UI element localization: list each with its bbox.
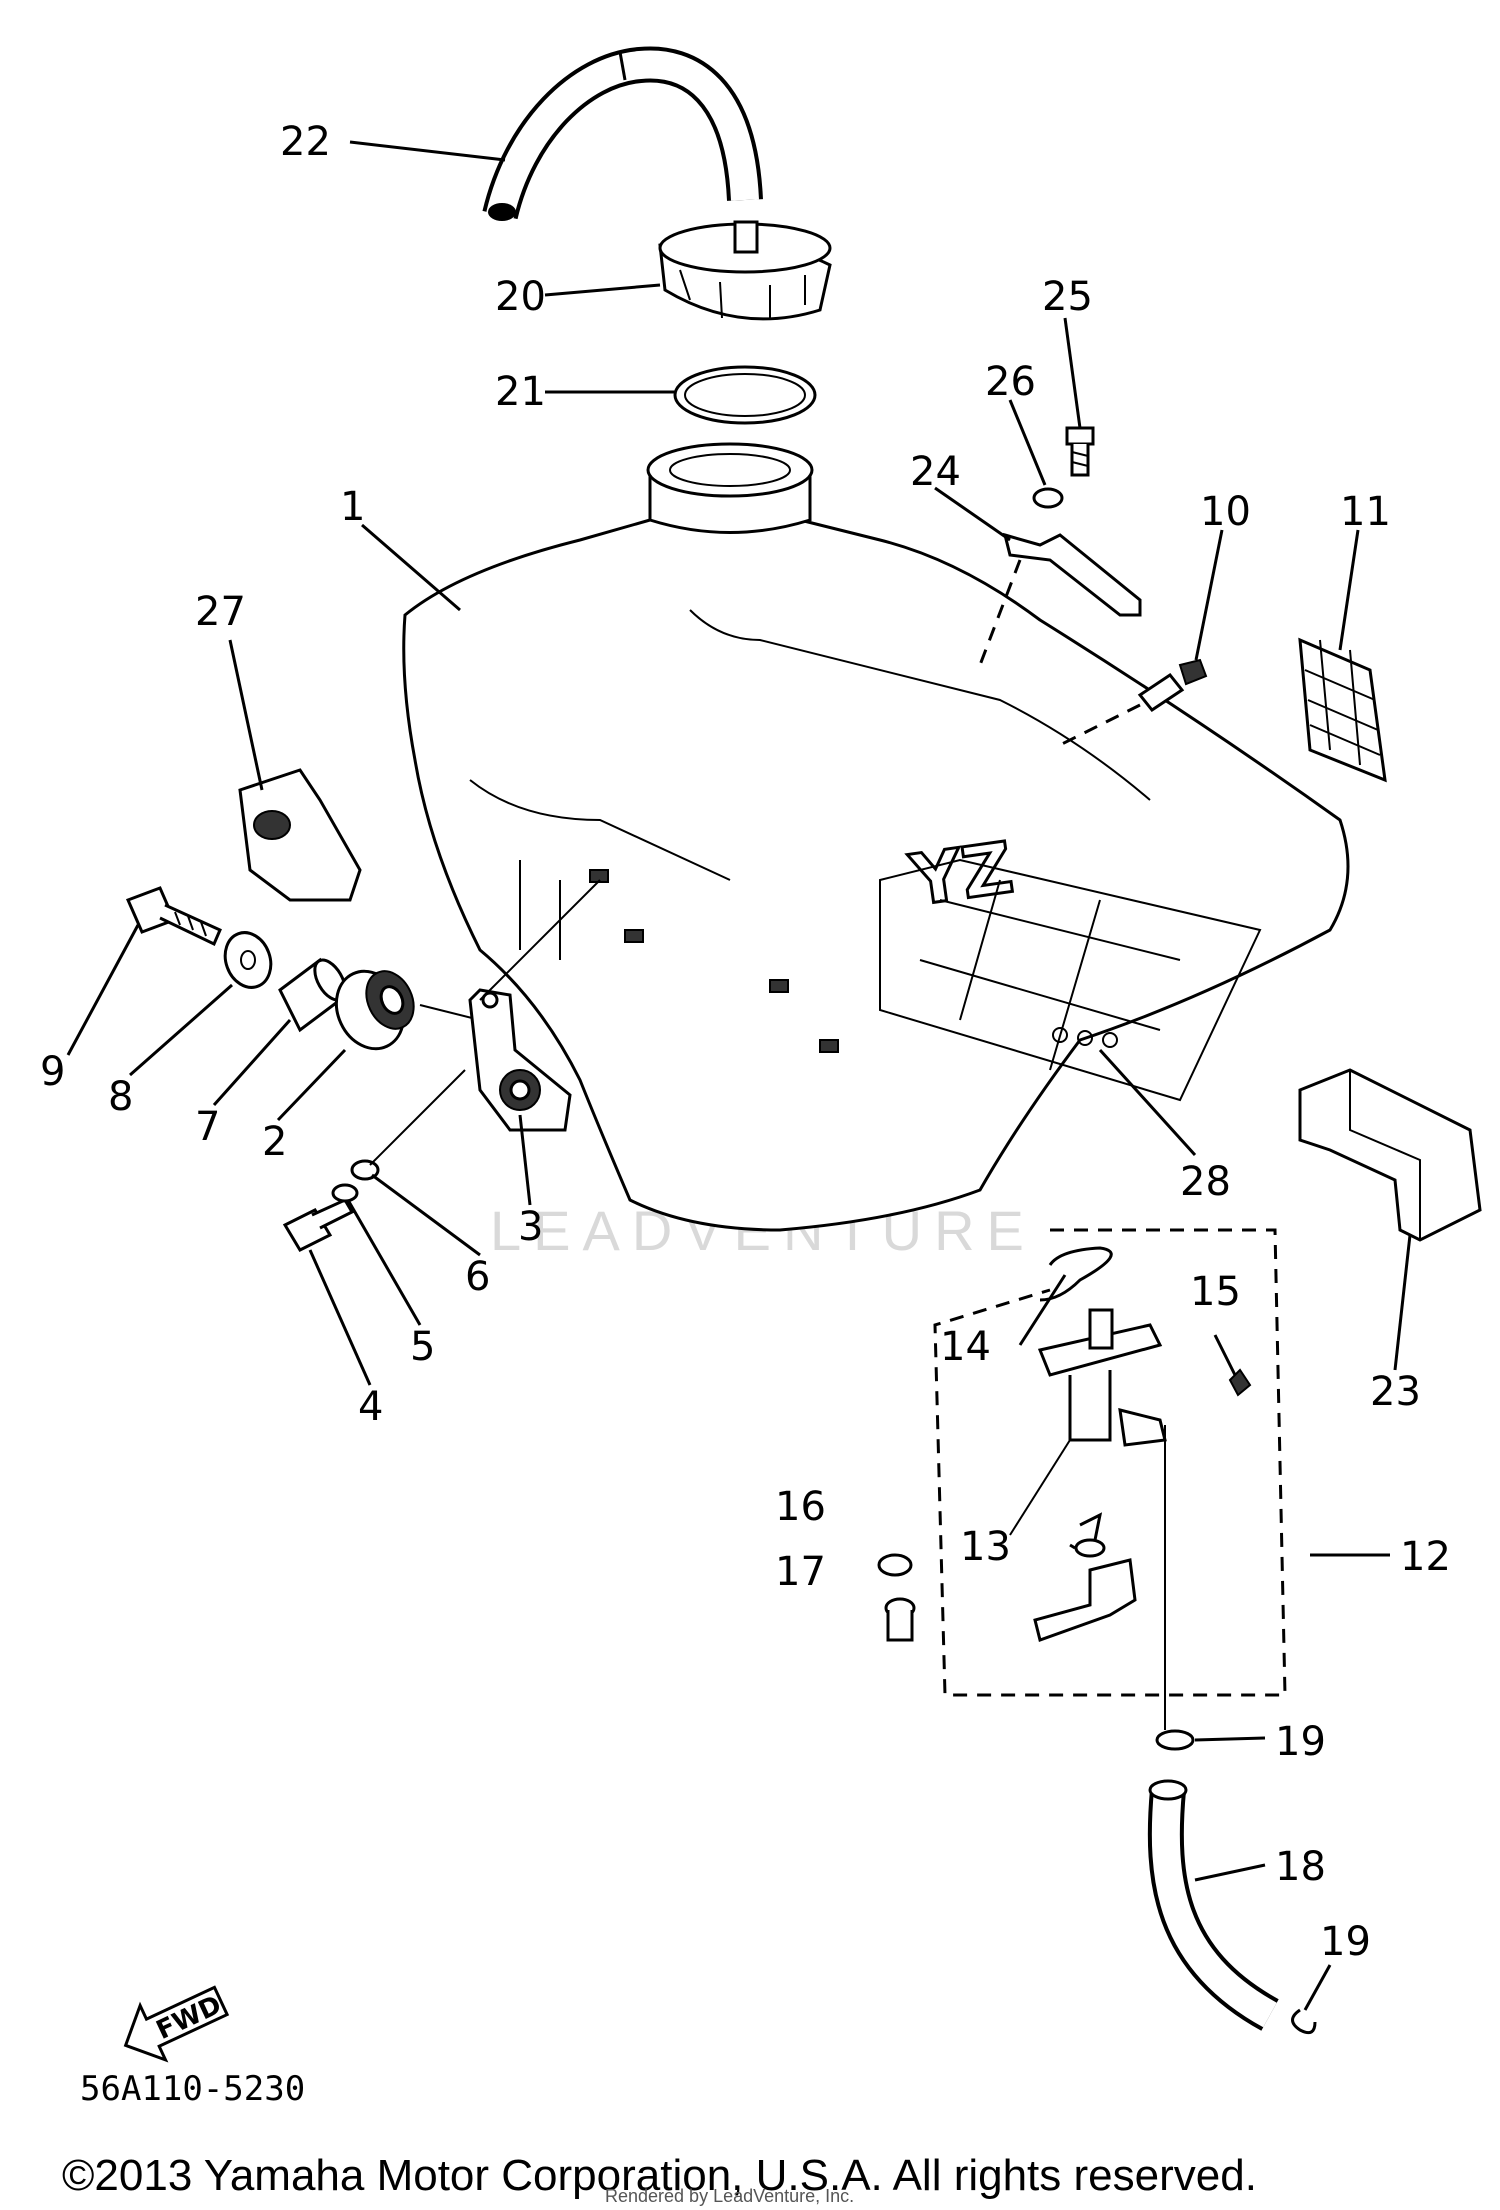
- callout-13: 13: [960, 1524, 1011, 1570]
- part-3-bracket: [468, 879, 601, 1132]
- part-22-vent-hose: [482, 46, 763, 221]
- callout-10: 10: [1200, 489, 1251, 535]
- part-13-spring: [1079, 1512, 1103, 1541]
- part-24-plate: [238, 768, 362, 902]
- part-4-bolt: [282, 1198, 355, 1252]
- part-2-grommet: [334, 969, 481, 1051]
- rendered-by-text: Rendered by LeadVenture, Inc.: [605, 2186, 854, 2206]
- callout-6: 6: [465, 1254, 490, 1300]
- callout-1: 1: [340, 484, 365, 530]
- part-15-screw: [1228, 1368, 1252, 1397]
- part-21-gasket: [673, 365, 817, 425]
- part-26-bolt: [1065, 426, 1095, 477]
- part-27-washer: [1032, 487, 1064, 509]
- part-23-cover: [1298, 1068, 1482, 1242]
- part-18-fuel-hose: [1147, 1779, 1279, 2031]
- callout-23: 23: [1370, 1369, 1421, 1415]
- callout-18: 18: [1275, 1844, 1326, 1890]
- callout-19-lower: 19: [1320, 1919, 1371, 1965]
- callout-17: 17: [775, 1549, 826, 1595]
- part-11-damper: [1298, 637, 1387, 783]
- part-17-screw: [884, 1597, 916, 1642]
- part-10-bolt: [1059, 658, 1208, 747]
- callout-24: 27: [195, 589, 246, 635]
- part-19-clip: [1155, 1729, 1195, 1751]
- callout-14: 14: [940, 1324, 991, 1370]
- part-19-clip-lower: [1291, 2008, 1317, 2035]
- callout-22: 22: [280, 119, 331, 165]
- part-1-fuel-tank: YZ: [402, 442, 1350, 1232]
- callout-12: 12: [1400, 1534, 1451, 1580]
- callout-21: 21: [495, 369, 546, 415]
- callout-16: 16: [775, 1484, 826, 1530]
- callouts: 22 20 21 1 25 26 24 10 11 27 9 8 7 2 3 6…: [40, 119, 1451, 1965]
- callout-4: 4: [358, 1384, 383, 1430]
- callout-7: 7: [195, 1104, 220, 1150]
- callout-26: 25: [1042, 274, 1093, 320]
- callout-15: 15: [1190, 1269, 1241, 1315]
- part-25-bracket: [978, 532, 1142, 666]
- part-14-o-ring: [1039, 1246, 1113, 1302]
- callout-2: 2: [262, 1119, 287, 1165]
- callout-9: 9: [40, 1049, 65, 1095]
- callout-11: 11: [1340, 489, 1391, 535]
- part-5-lock-washer: [331, 1183, 359, 1203]
- part-9-bolt: [125, 886, 222, 947]
- callout-28: 28: [1180, 1159, 1231, 1205]
- callout-27: 26: [985, 359, 1036, 405]
- part-12-fuel-cock-assembly: [933, 1228, 1287, 1730]
- part-6-washer: [350, 1159, 380, 1181]
- tank-logo: YZ: [905, 827, 1018, 922]
- callout-25: 24: [910, 449, 961, 495]
- part-8-washer: [223, 931, 273, 989]
- callout-20: 20: [495, 274, 546, 320]
- leader-lines: [66, 140, 1412, 2011]
- callout-5: 5: [410, 1324, 435, 1370]
- fwd-arrow-icon: FWD: [123, 1985, 230, 2063]
- callout-3: 3: [518, 1204, 543, 1250]
- part-20-fuel-cap: [658, 220, 832, 321]
- copyright-text: ©2013 Yamaha Motor Corporation, U.S.A. A…: [62, 2151, 1257, 2200]
- callout-19: 19: [1275, 1719, 1326, 1765]
- part-16-washer: [877, 1553, 913, 1577]
- callout-8: 8: [108, 1074, 133, 1120]
- part-code: 56A110-5230: [80, 2069, 305, 2109]
